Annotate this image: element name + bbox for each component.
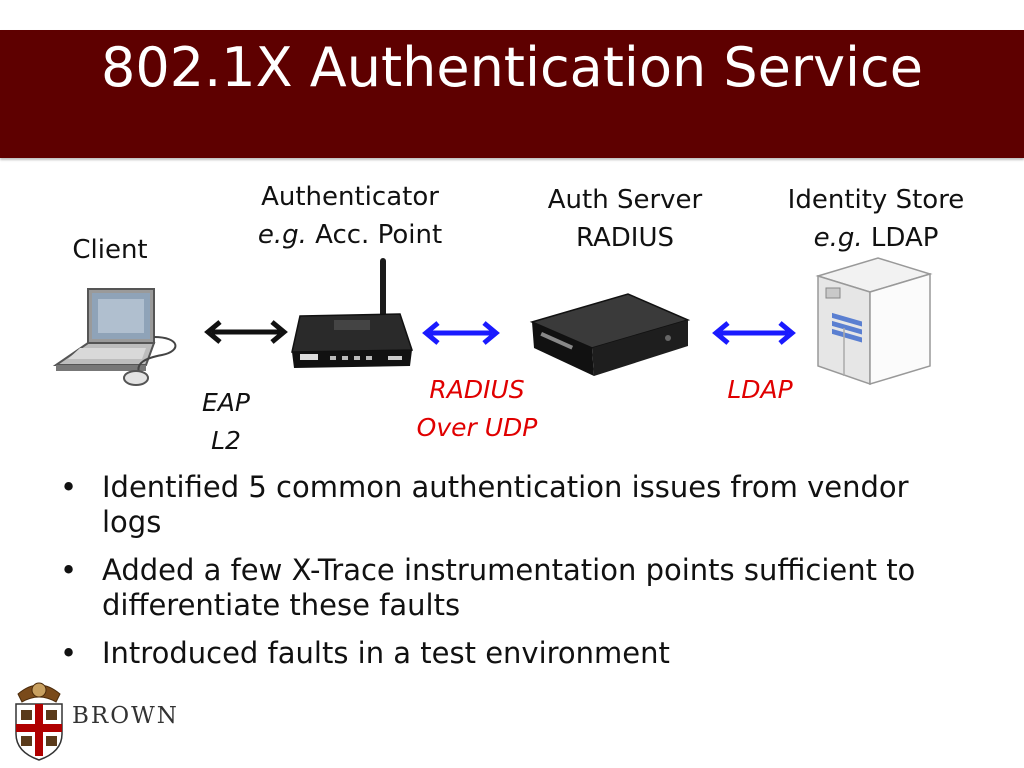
laptop-icon xyxy=(52,288,177,386)
identity-store-example-text: LDAP xyxy=(870,223,939,253)
authenticator-example: e.g. Acc. Point xyxy=(230,216,470,254)
radius-arrow xyxy=(422,321,500,345)
authenticator-label: Authenticator e.g. Acc. Point xyxy=(230,178,470,254)
identity-store-example-prefix: e.g. xyxy=(813,223,863,253)
radius-label: RADIUS Over UDP xyxy=(386,371,568,447)
auth-server-label-text: Auth Server xyxy=(547,185,703,215)
ldap-arrow xyxy=(712,321,796,345)
ldap-label-line1: LDAP xyxy=(727,375,793,404)
authenticator-example-text: Acc. Point xyxy=(315,220,443,250)
bullet-symbol: • xyxy=(60,636,78,670)
slide-title: 802.1X Authentication Service xyxy=(101,36,923,99)
top-strip xyxy=(0,0,1024,30)
bullet-text: Added a few X-Trace instrumentation poin… xyxy=(102,553,916,622)
identity-store-server-icon xyxy=(815,257,933,386)
bullet-item: • Identified 5 common authentication issu… xyxy=(60,470,960,540)
bullet-item: • Added a few X-Trace instrumentation poi… xyxy=(60,553,960,623)
brown-wordmark: BROWN xyxy=(72,703,179,729)
ldap-label: LDAP xyxy=(702,371,818,409)
eap-arrow xyxy=(204,320,288,344)
auth-server-sublabel: RADIUS xyxy=(575,223,675,253)
radius-label-line1: RADIUS xyxy=(429,375,525,404)
client-label: Client xyxy=(40,231,180,269)
bullet-text: Introduced faults in a test environment xyxy=(102,636,670,670)
bullet-symbol: • xyxy=(60,470,78,504)
eap-label-line2: L2 xyxy=(211,426,241,455)
authenticator-example-prefix: e.g. xyxy=(257,220,307,250)
identity-store-label-text: Identity Store xyxy=(787,185,965,215)
title-bar xyxy=(0,30,1024,158)
bullet-item: • Introduced faults in a test environment xyxy=(60,636,960,671)
bullet-list: • Identified 5 common authentication issu… xyxy=(60,470,960,684)
client-label-text: Client xyxy=(72,235,148,265)
eap-label: EAP L2 xyxy=(176,384,276,460)
radius-label-line2: Over UDP xyxy=(416,413,538,442)
identity-store-example: e.g. LDAP xyxy=(768,219,984,257)
brown-shield-icon xyxy=(15,682,63,761)
auth-server-icon xyxy=(529,293,691,376)
bullet-symbol: • xyxy=(60,553,78,587)
eap-label-line1: EAP xyxy=(202,388,250,417)
auth-server-label: Auth Server RADIUS xyxy=(520,181,730,257)
identity-store-label: Identity Store e.g. LDAP xyxy=(768,181,984,257)
bullet-text: Identified 5 common authentication issue… xyxy=(102,470,909,539)
authenticator-label-text: Authenticator xyxy=(261,182,439,212)
access-point-icon xyxy=(291,258,414,368)
